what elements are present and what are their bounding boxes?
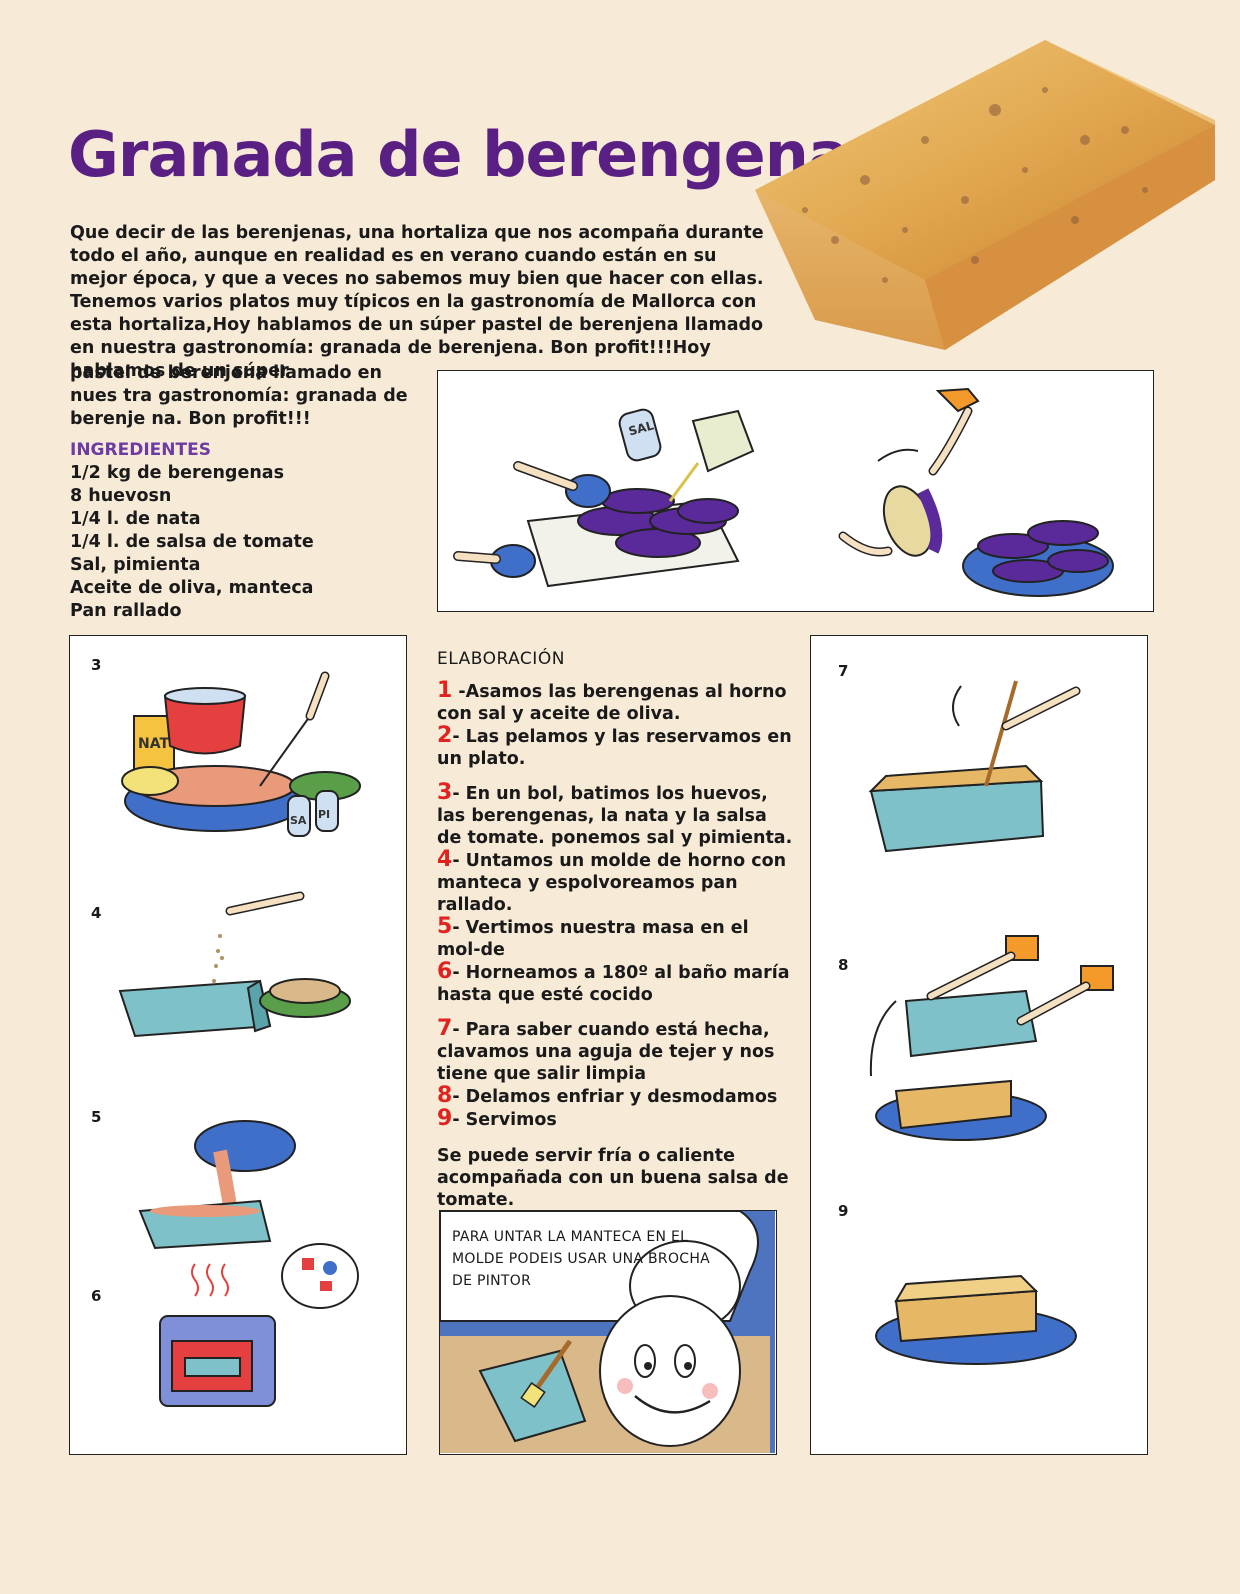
step-number: 7 bbox=[437, 1016, 453, 1041]
salt-shaker-label: SAL bbox=[627, 418, 656, 438]
elaboration-step: 5- Vertimos nuestra masa en el mol-de bbox=[437, 916, 797, 961]
step-number: 1 bbox=[437, 678, 453, 703]
ingredient-item: 1/4 l. de nata bbox=[70, 509, 201, 529]
chef-brush-illustration bbox=[440, 1211, 775, 1453]
intro-paragraph-1: Que decir de las berenjenas, una hortali… bbox=[70, 223, 764, 289]
step-text: - Servimos bbox=[452, 1110, 557, 1130]
page-title: Granada de berengenas bbox=[68, 118, 886, 191]
testing-unmolding-illustration bbox=[868, 680, 1114, 1365]
step-text: - Untamos un molde de horno con manteca … bbox=[437, 851, 787, 915]
step-text: - Delamos enfriar y desmodamos bbox=[452, 1087, 778, 1107]
cream-box-label: NAT bbox=[138, 736, 169, 752]
step-number: 9 bbox=[437, 1106, 453, 1131]
elaboration-step: 4- Untamos un molde de horno con manteca… bbox=[437, 849, 797, 916]
illustration-panel-steps-7-9: 7 8 9 bbox=[810, 635, 1148, 1455]
step-label-8: 8 bbox=[838, 956, 849, 974]
step-text: - Las pelamos y las reservamos en un pla… bbox=[437, 727, 792, 769]
step-number: 8 bbox=[437, 1083, 453, 1108]
illustration-panel-steps-1-2: SAL bbox=[437, 370, 1154, 612]
elaboration-step: 8- Delamos enfriar y desmodamos bbox=[437, 1085, 797, 1108]
ingredients-list: 1/2 kg de berengenas 8 huevosn 1/4 l. de… bbox=[70, 462, 314, 623]
elaboration-step: 1 -Asamos las berengenas al horno con sa… bbox=[437, 680, 797, 725]
step-label-3: 3 bbox=[91, 656, 102, 674]
step-number: 5 bbox=[437, 914, 453, 939]
elaboration-step: 3- En un bol, batimos los huevos, las be… bbox=[437, 782, 797, 849]
step-number: 6 bbox=[437, 959, 453, 984]
chef-tip-panel bbox=[439, 1210, 777, 1455]
ingredient-item: Pan rallado bbox=[70, 601, 182, 621]
step-label-6: 6 bbox=[91, 1287, 102, 1305]
step-text: - Horneamos a 180º al baño maría hasta q… bbox=[437, 963, 790, 1005]
step-text: -Asamos las berengenas al horno con sal … bbox=[437, 682, 787, 724]
chef-tip-text: PARA UNTAR LA MANTECA EN EL MOLDE PODEIS… bbox=[452, 1229, 711, 1289]
step-number: 3 bbox=[437, 780, 453, 805]
intro-paragraph-2: Tenemos varios platos muy típicos en la … bbox=[70, 292, 764, 381]
ingredient-item: Sal, pimienta bbox=[70, 555, 201, 575]
elaboration-step: 6- Horneamos a 180º al baño maría hasta … bbox=[437, 961, 797, 1006]
ingredient-item: 1/4 l. de salsa de tomate bbox=[70, 532, 314, 552]
shaker-s-label: SA bbox=[290, 814, 307, 827]
step-text: - Para saber cuando está hecha, clavamos… bbox=[437, 1020, 775, 1084]
step-label-9: 9 bbox=[838, 1202, 849, 1220]
elaboration-step: 7- Para saber cuando está hecha, clavamo… bbox=[437, 1018, 797, 1085]
step-label-4: 4 bbox=[91, 904, 102, 922]
ingredient-item: 8 huevosn bbox=[70, 486, 172, 506]
roasting-peeling-illustration: SAL bbox=[453, 387, 1114, 597]
step-text: - Vertimos nuestra masa en el mol-de bbox=[437, 918, 749, 960]
step-label-7: 7 bbox=[838, 662, 849, 680]
mixing-baking-illustration: NAT SA PI bbox=[118, 671, 361, 1407]
serving-note: Se puede servir fría o caliente acompaña… bbox=[437, 1146, 789, 1210]
illustration-panel-steps-3-6: NAT SA PI 3 4 5 bbox=[69, 635, 407, 1455]
elaboration-heading: ELABORACIÓN bbox=[437, 649, 565, 669]
elaboration-section: ELABORACIÓN 1 -Asamos las berengenas al … bbox=[437, 648, 797, 1229]
ingredients-heading: INGREDIENTES bbox=[70, 440, 211, 460]
shaker-p-label: PI bbox=[318, 808, 330, 821]
baked-loaf-photo bbox=[755, 40, 1215, 350]
elaboration-step: 9- Servimos bbox=[437, 1108, 797, 1131]
intro-text: Que decir de las berenjenas, una hortali… bbox=[70, 222, 770, 383]
ingredient-item: Aceite de oliva, manteca bbox=[70, 578, 314, 598]
step-number: 4 bbox=[437, 847, 453, 872]
ingredient-item: 1/2 kg de berengenas bbox=[70, 463, 285, 483]
step-number: 2 bbox=[437, 723, 453, 748]
elaboration-step: 2- Las pelamos y las reservamos en un pl… bbox=[437, 725, 797, 770]
step-label-5: 5 bbox=[91, 1108, 102, 1126]
intro-paragraph-3: pastel de berenjena llamado en nues tra … bbox=[70, 363, 408, 429]
step-text: - En un bol, batimos los huevos, las ber… bbox=[437, 784, 793, 848]
